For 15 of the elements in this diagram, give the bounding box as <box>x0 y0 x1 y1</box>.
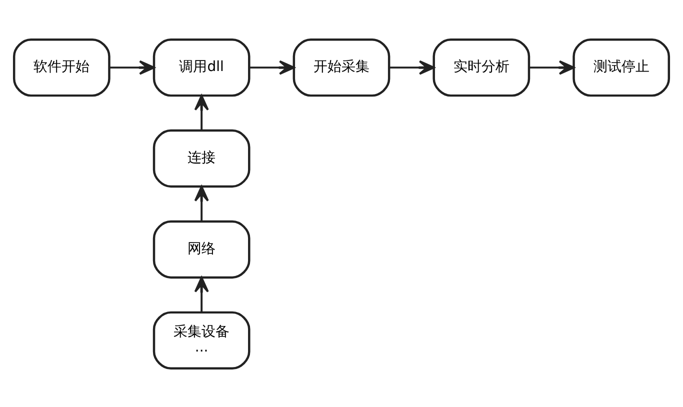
node-box: 测试停止 <box>572 38 670 96</box>
arrow <box>194 276 209 312</box>
node-box: 网络 <box>152 220 250 278</box>
node-box: 调用dll <box>152 38 250 96</box>
arrow <box>194 185 209 221</box>
arrow <box>250 60 295 74</box>
arrow <box>390 60 435 74</box>
node-box: 实时分析 <box>432 38 530 96</box>
node-box: 软件开始 <box>12 38 110 96</box>
arrow <box>194 94 209 130</box>
arrow <box>530 60 575 74</box>
node-box: 连接 <box>152 128 250 188</box>
node-box: 开始采集 <box>292 38 390 96</box>
node-box: 采集设备 ... <box>152 310 250 370</box>
arrow <box>110 60 155 74</box>
